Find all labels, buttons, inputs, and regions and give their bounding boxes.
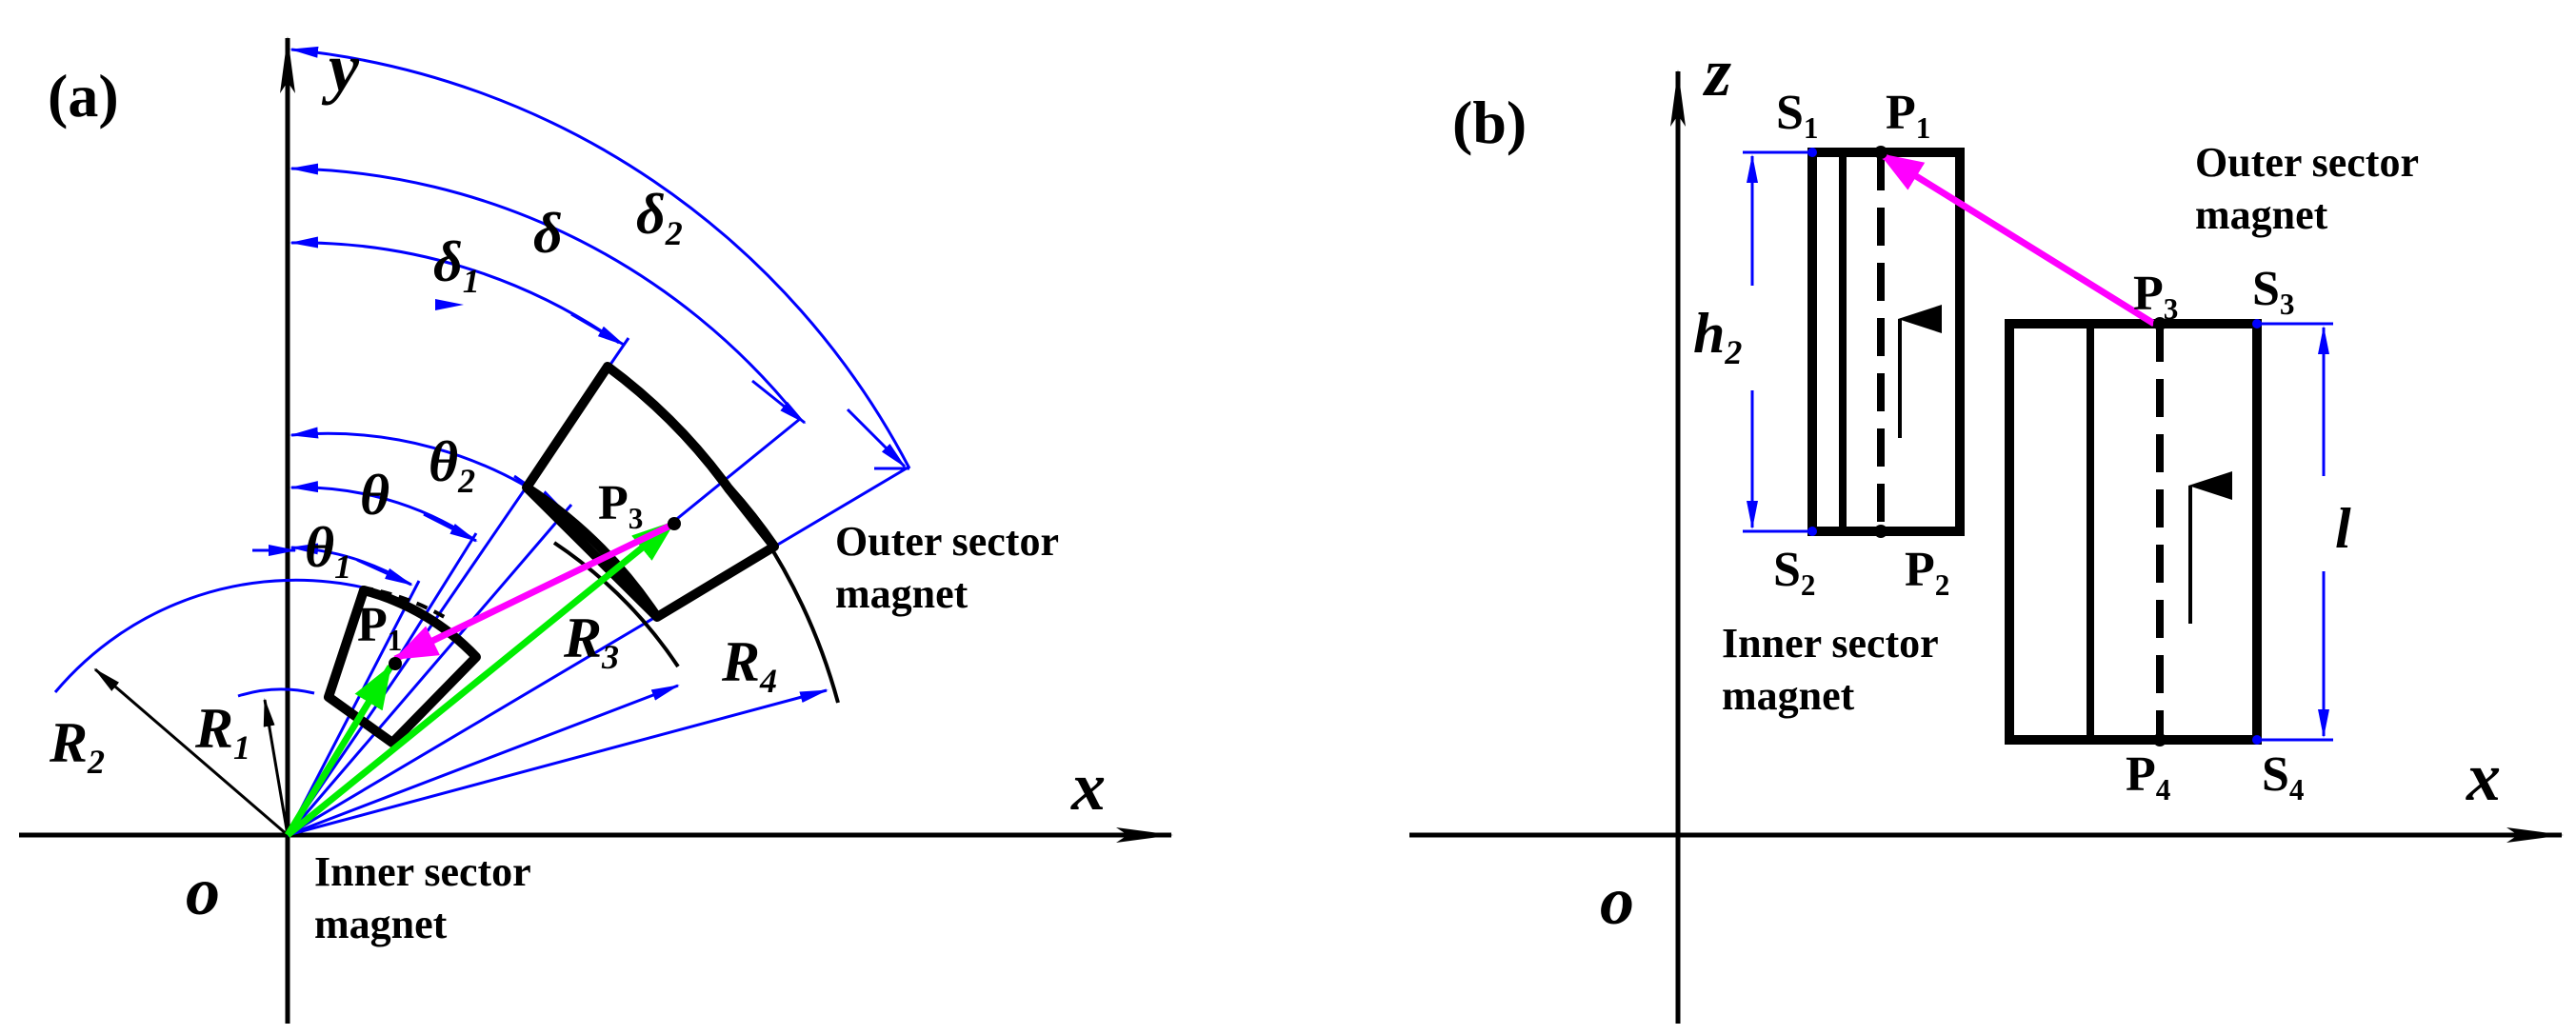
r4-line: [287, 688, 829, 837]
h2-dimension: [1743, 150, 1812, 533]
theta1-radial: [286, 580, 421, 836]
point-s3-b: [2252, 319, 2262, 328]
p2-label-b: P2: [1905, 543, 1949, 602]
r4-arc: [760, 531, 840, 704]
s4-label: S4: [2262, 747, 2305, 806]
p3-label-b: P3: [2133, 267, 2178, 326]
point-p3-b: [2153, 317, 2167, 330]
theta2-label: θ2: [429, 430, 475, 500]
h2-label: h2: [1693, 302, 1742, 371]
inner-sector-magnet-a: [324, 586, 481, 747]
delta2-arc: [290, 46, 911, 469]
position-vector-p1: [285, 665, 393, 837]
r2-label: R2: [49, 711, 105, 781]
theta2-arc: [290, 427, 563, 511]
delta2-radial: [287, 465, 910, 837]
r1-arrow: [263, 698, 290, 836]
point-s2-b: [1807, 527, 1817, 536]
angle-arcs: [252, 46, 911, 587]
r3-label: R3: [563, 607, 619, 676]
r1-arc: [237, 687, 315, 698]
p1-label-b: P1: [1886, 86, 1930, 145]
panel-b-label: (b): [1452, 89, 1527, 156]
panel-a-label: (a): [48, 62, 119, 129]
point-p1-a: [389, 657, 402, 670]
theta1-label: θ1: [305, 516, 351, 586]
r3-line: [287, 684, 680, 837]
point-p1-b: [1874, 146, 1887, 159]
point-s4-b: [2252, 735, 2262, 745]
point-p4-b: [2153, 733, 2167, 746]
l-dimension: [2257, 322, 2333, 742]
delta1-label: δ1: [433, 230, 480, 300]
theta-label: θ: [360, 464, 389, 527]
relative-vector-p3-p1-b: [1879, 151, 2156, 327]
l-label: l: [2335, 497, 2351, 560]
outer-magnet-label-b: Outer sector magnet: [2195, 139, 2428, 238]
axis-x-label-a: x: [1070, 748, 1106, 825]
delta-label: δ: [533, 202, 563, 265]
inner-magnet-label-b: Inner sector magnet: [1722, 620, 1948, 719]
point-s1-b: [1807, 148, 1817, 157]
axis-y-label: y: [321, 30, 360, 106]
axis-x-label-b: x: [2466, 739, 2501, 815]
r1-label: R1: [194, 697, 250, 766]
theta2-radial: [286, 504, 573, 836]
position-vector-p3: [285, 519, 677, 838]
origin-label-a: o: [186, 853, 220, 929]
s2-label: S2: [1773, 543, 1816, 602]
origin-label-b: o: [1600, 863, 1634, 939]
outer-magnet-label-a: Outer sector magnet: [835, 518, 1068, 617]
r4-label: R4: [721, 630, 777, 700]
inner-sector-magnet-b: [1807, 148, 1965, 536]
outer-sector-magnet-a: [522, 362, 779, 622]
panel-a: (a) y x o δ δ1 δ2 θ θ2 θ1 R1 R2 R3 R4 P1…: [19, 30, 1173, 1024]
point-p2-b: [1874, 525, 1887, 538]
s3-label: S3: [2252, 262, 2295, 321]
r2-arc: [53, 578, 372, 693]
outer-sector-magnet-b: [2005, 319, 2262, 745]
delta2-label: δ2: [636, 183, 683, 252]
r3-arc: [552, 541, 680, 668]
delta-arc: [290, 163, 802, 421]
axis-z-label: z: [1702, 34, 1731, 110]
relative-vector-p3-p1: [393, 520, 676, 663]
point-p3-a: [668, 517, 681, 530]
r2-arrow: [93, 667, 289, 837]
p1-label-a: P1: [357, 598, 402, 657]
p4-label-b: P4: [2126, 747, 2171, 806]
panel-b: (b) z x o S1 P1 S2 P2 P3 S3 P4 S4 h2 l O…: [1409, 34, 2564, 1024]
p3-label-a: P3: [598, 476, 643, 535]
inner-magnet-label-a: Inner sector magnet: [314, 848, 541, 947]
s1-label: S1: [1776, 86, 1819, 145]
